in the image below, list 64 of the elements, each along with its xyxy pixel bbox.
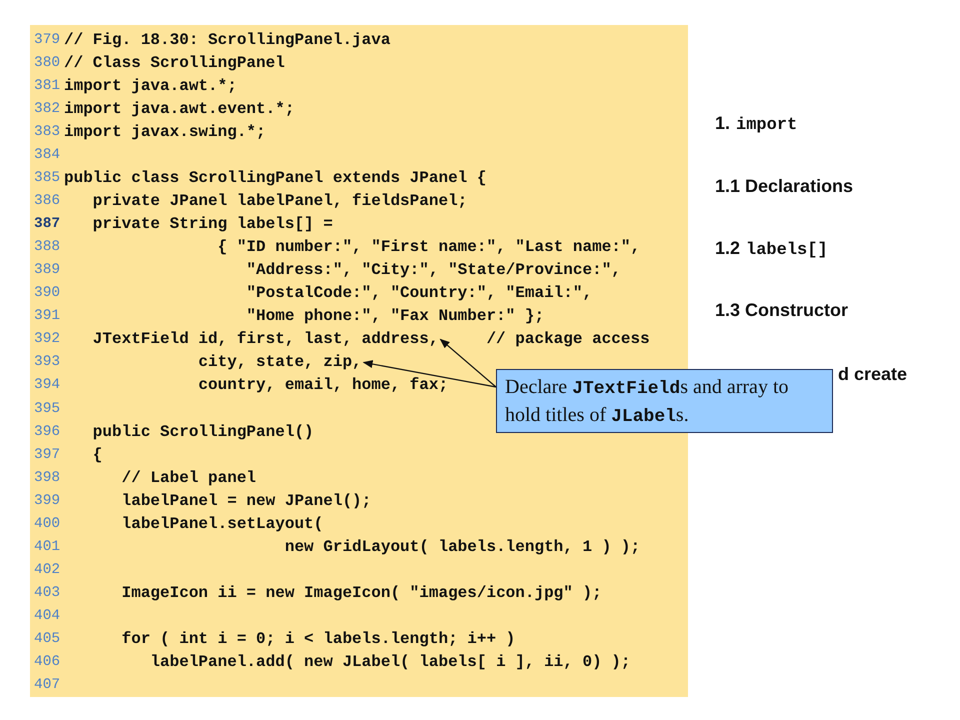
line-number: 387: [33, 216, 62, 232]
line-number: 397: [33, 446, 62, 463]
code-line: labelPanel = new JPanel();: [120, 492, 372, 510]
code-line: labelPanel.add( new JLabel( labels[ i ], ii, 0) );: [149, 653, 630, 672]
code-line: public class ScrollingPanel extends JPanel {: [64, 168, 486, 187]
outline-item: 1.1 Declarations: [715, 176, 854, 197]
line-number: 384: [33, 146, 62, 163]
line-number: 402: [33, 562, 62, 578]
line-number: 398: [33, 470, 62, 486]
code-line: private JPanel labelPanel, fieldsPanel;: [92, 192, 468, 210]
code-line: private String labels[] =: [92, 215, 333, 234]
code-line: city, state, zip,: [198, 353, 362, 372]
code-line: // Label panel: [120, 468, 256, 487]
line-number: 390: [33, 285, 62, 302]
line-number: 388: [33, 239, 62, 256]
code-line: import java.awt.event.*;: [64, 100, 294, 118]
line-number: 399: [33, 492, 62, 509]
outline-item: 1.3 Constructor: [715, 300, 848, 321]
line-number: 381: [33, 78, 62, 94]
line-number: 385: [33, 170, 62, 186]
line-number: 396: [33, 424, 62, 440]
leader-line: [362, 360, 496, 388]
line-number: 401: [33, 538, 62, 555]
outline-item: 1.2: [715, 238, 740, 259]
outline-item: d create: [838, 364, 908, 385]
line-number: 386: [33, 192, 62, 209]
code-line: country, email, home, fax;: [197, 376, 448, 394]
code-line: import java.awt.*;: [64, 76, 237, 95]
line-number: 393: [33, 354, 62, 370]
callout-box: Declare JTextFields and array to hold titles of JLabels.: [496, 369, 833, 433]
line-number: 395: [33, 400, 62, 417]
line-number: 400: [33, 516, 62, 532]
code-line: public ScrollingPanel(): [92, 422, 314, 441]
line-number: 380: [33, 54, 62, 71]
line-number: 406: [33, 654, 62, 670]
leader-line: [440, 338, 496, 388]
code-line: "Home phone:", "Fax Number:" };: [245, 307, 544, 326]
line-number: 405: [33, 631, 62, 648]
outline-item: labels[]: [746, 241, 828, 260]
line-number: 383: [33, 124, 62, 140]
line-number: 379: [33, 32, 62, 48]
line-number: 382: [33, 100, 62, 117]
code-line: {: [92, 446, 102, 464]
code-line: JTextField id, first, last, address,: [92, 330, 438, 348]
outline-item: 1.: [715, 113, 730, 134]
line-number: 407: [33, 677, 62, 694]
line-number: 394: [33, 377, 62, 394]
code-line: // Class ScrollingPanel: [64, 54, 285, 72]
code-line: for ( int i = 0; i < labels.length; i++ ): [120, 630, 516, 648]
code-line: { "ID number:", "First name:", "Last name:",: [216, 238, 640, 256]
code-line: // package access: [486, 330, 650, 348]
line-number: 391: [33, 308, 62, 324]
code-line: import javax.swing.*;: [64, 122, 266, 141]
line-number: 389: [33, 262, 62, 278]
code-line: new GridLayout( labels.length, 1 ) );: [284, 538, 640, 556]
code-line: ImageIcon ii = new ImageIcon( "images/icon.jpg" );: [120, 584, 602, 602]
code-line: "Address:", "City:", "State/Province:",: [245, 261, 621, 280]
line-number: 403: [33, 585, 62, 602]
code-line: // Fig. 18.30: ScrollingPanel.java: [64, 30, 390, 49]
line-number: 404: [33, 608, 62, 624]
code-line: "PostalCode:", "Country:", "Email:",: [245, 284, 592, 302]
outline-item: import: [736, 116, 798, 135]
code-line: labelPanel.setLayout(: [120, 514, 324, 533]
line-number: 392: [33, 331, 62, 348]
